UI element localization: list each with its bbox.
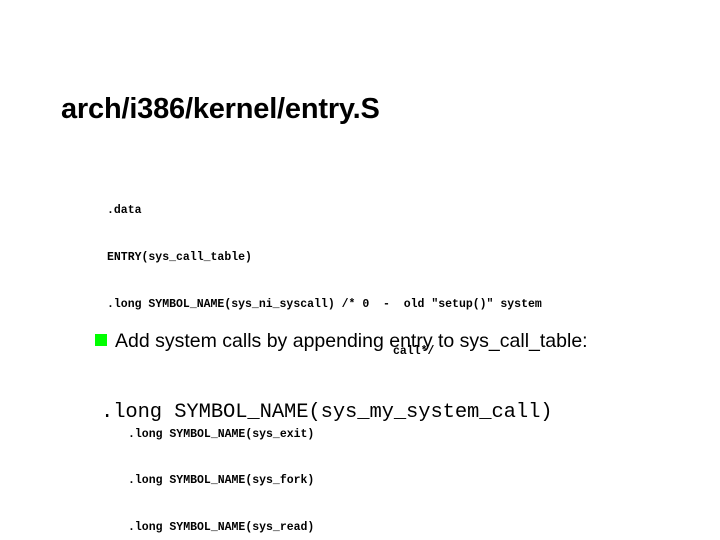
code-comment-continuation: call*/ — [393, 344, 435, 358]
code-line: .long SYMBOL_NAME(sys_fork) — [128, 474, 315, 488]
append-code-snippet: .long SYMBOL_NAME(sys_my_system_call) — [101, 401, 553, 424]
code-spacer — [107, 390, 667, 395]
page-title: arch/i386/kernel/entry.S — [61, 93, 380, 125]
bullet-list-item: Add system calls by appending entry to s… — [95, 328, 595, 354]
code-line: ENTRY(sys_call_table) — [107, 250, 252, 264]
code-listing: .data ENTRY(sys_call_table) .long SYMBOL… — [107, 172, 667, 540]
code-line: .long SYMBOL_NAME(sys_ni_syscall) /* 0 -… — [107, 297, 542, 311]
bullet-square-icon — [95, 334, 107, 346]
code-line: .data — [107, 204, 142, 218]
code-line: .long SYMBOL_NAME(sys_read) — [128, 521, 315, 535]
code-line: .long SYMBOL_NAME(sys_exit) — [128, 427, 315, 441]
bullet-item-label: Add system calls by appending entry to s… — [115, 330, 588, 352]
